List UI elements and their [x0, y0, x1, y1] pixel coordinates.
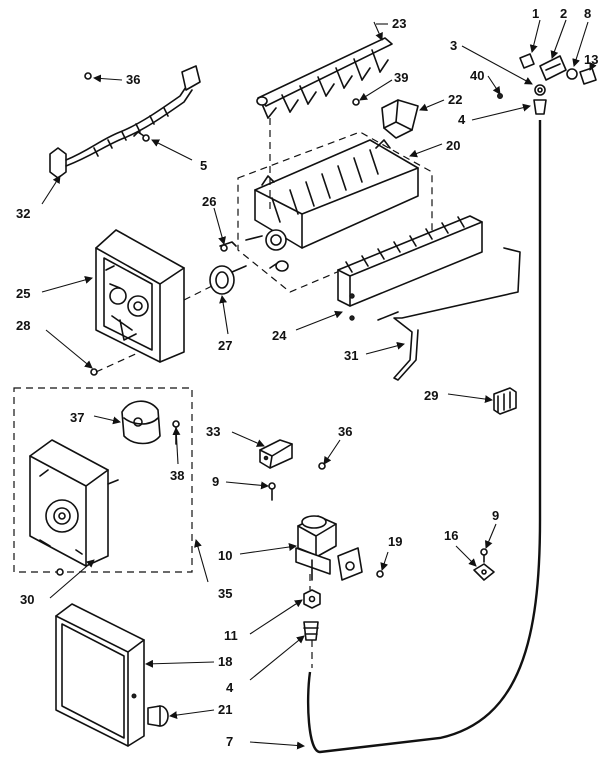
part-37-motor — [121, 400, 161, 445]
label-2: 2 — [560, 6, 567, 21]
screws — [56, 72, 488, 578]
part-35-motor-assembly — [13, 387, 193, 573]
part-24-shelf — [337, 215, 483, 321]
label-36-top: 36 — [126, 72, 140, 87]
label-29: 29 — [424, 388, 438, 403]
label-4-upper: 4 — [458, 112, 466, 127]
label-11: 11 — [224, 628, 238, 643]
label-16: 16 — [444, 528, 458, 543]
part-25-module — [95, 229, 185, 363]
label-40: 40 — [470, 68, 484, 83]
part-11-nut — [303, 589, 321, 609]
label-36-mid: 36 — [338, 424, 352, 439]
label-4-lower: 4 — [226, 680, 234, 695]
label-33: 33 — [206, 424, 220, 439]
label-13: 13 — [584, 52, 598, 67]
part-21-knob — [147, 705, 169, 727]
label-9-left: 9 — [212, 474, 219, 489]
label-27: 27 — [218, 338, 232, 353]
label-39: 39 — [394, 70, 408, 85]
label-22: 22 — [448, 92, 462, 107]
part-22-cover — [381, 99, 419, 139]
part-4-fitting-lower — [303, 621, 319, 641]
part-20-ice-mold — [237, 131, 433, 293]
label-1: 1 — [532, 6, 539, 21]
label-21: 21 — [218, 702, 232, 717]
label-25: 25 — [16, 286, 30, 301]
part-number-labels: 1 2 8 3 13 40 4 23 39 22 20 36 5 32 26 2… — [16, 6, 598, 749]
label-8: 8 — [584, 6, 591, 21]
label-7: 7 — [226, 734, 233, 749]
part-23-ejector — [256, 37, 393, 119]
label-38: 38 — [170, 468, 184, 483]
label-19: 19 — [388, 534, 402, 549]
label-31: 31 — [344, 348, 358, 363]
part-7-water-tube — [306, 120, 542, 754]
label-28: 28 — [16, 318, 30, 333]
label-23: 23 — [392, 16, 406, 31]
part-27-motor — [209, 265, 247, 295]
part-32-harness — [49, 65, 201, 179]
label-30: 30 — [20, 592, 34, 607]
leader-lines — [41, 19, 597, 750]
label-26: 26 — [202, 194, 216, 209]
part-26-screw — [219, 241, 237, 252]
part-31-wire-arm — [377, 247, 521, 381]
label-37: 37 — [70, 410, 84, 425]
label-20: 20 — [446, 138, 460, 153]
part-33-bracket — [259, 439, 293, 469]
label-32: 32 — [16, 206, 30, 221]
part-29-clip — [493, 387, 517, 415]
label-18: 18 — [218, 654, 232, 669]
label-24: 24 — [272, 328, 287, 343]
label-5: 5 — [200, 158, 207, 173]
part-10-water-valve — [295, 515, 363, 581]
label-3: 3 — [450, 38, 457, 53]
label-35: 35 — [218, 586, 232, 601]
assembly-lines — [95, 118, 313, 668]
label-9-right: 9 — [492, 508, 499, 523]
label-10: 10 — [218, 548, 232, 563]
part-18-cover — [55, 603, 145, 747]
part-16-clamp — [473, 563, 495, 581]
part-inlet-fittings — [497, 53, 597, 115]
